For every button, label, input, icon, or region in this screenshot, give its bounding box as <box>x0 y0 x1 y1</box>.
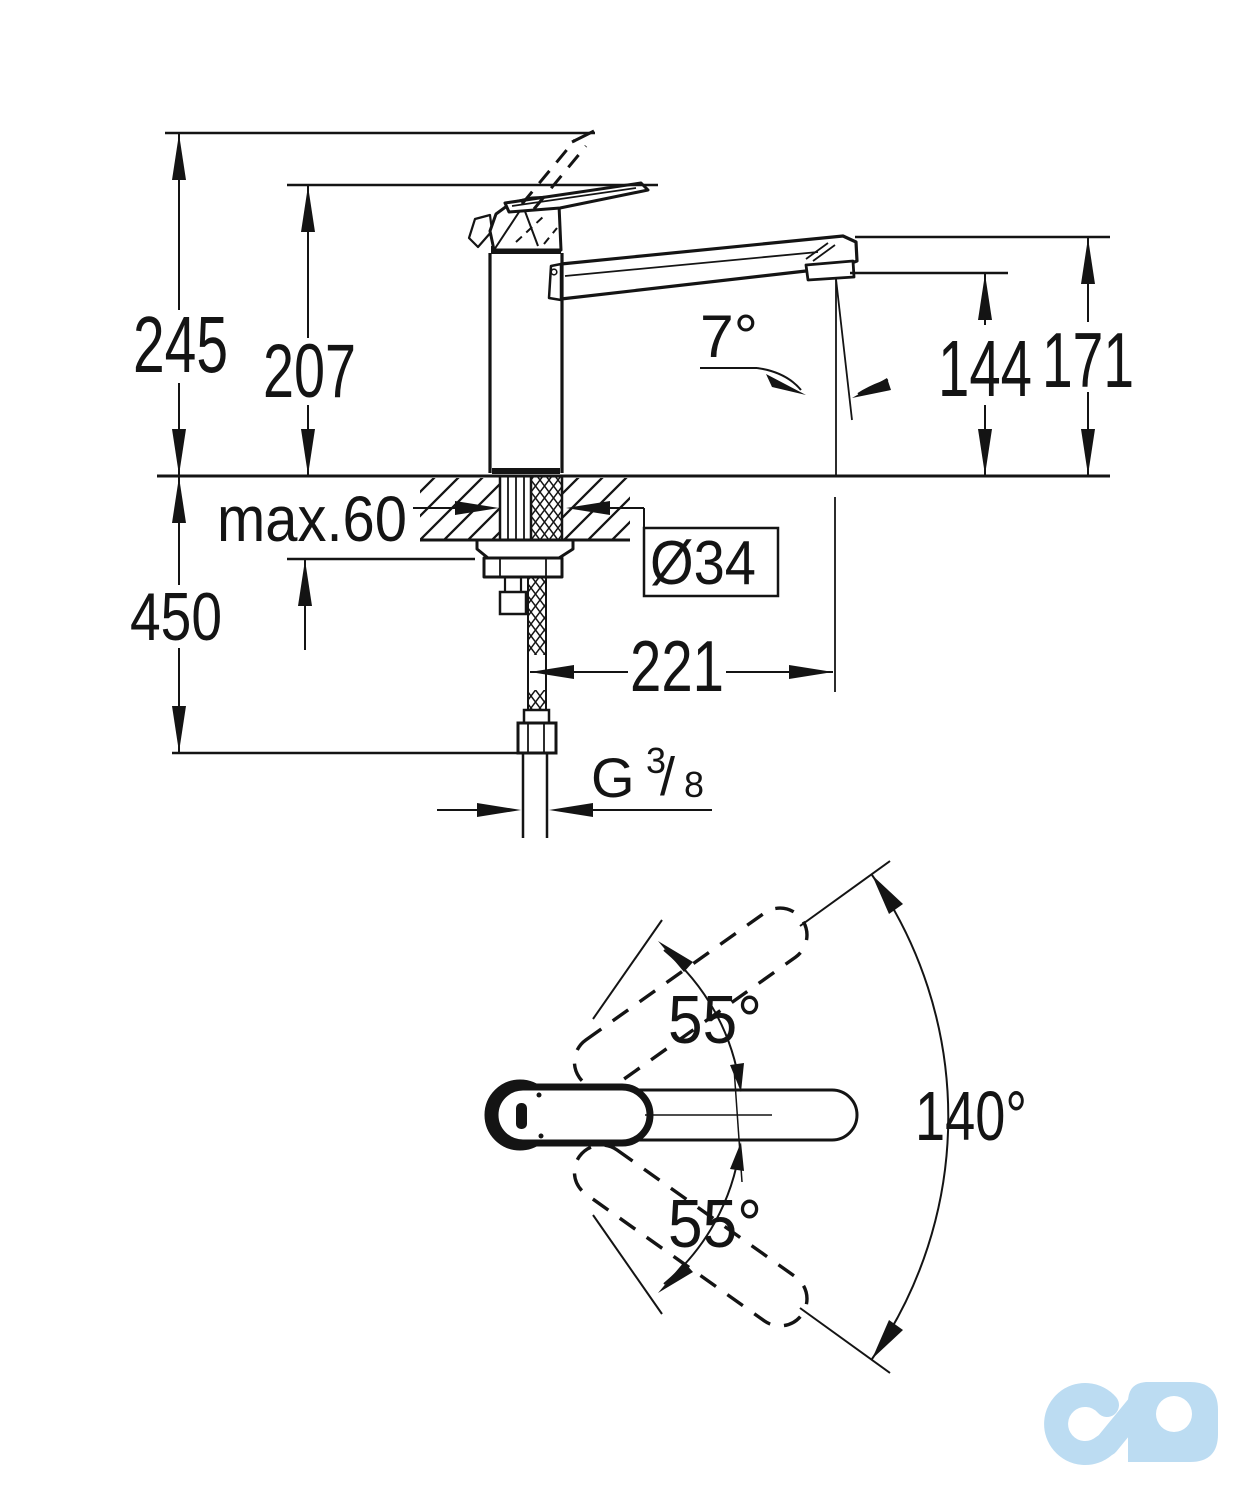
label-spout-top-height: 171 <box>1042 316 1134 404</box>
label-swivel-total: 140° <box>915 1077 1027 1155</box>
mounting-nut <box>482 556 564 579</box>
dimension-171 <box>855 235 1110 476</box>
label-thread-size: G 3 / 8 <box>591 740 704 809</box>
stub-pipe <box>498 577 528 616</box>
ray-55-lower <box>592 1214 663 1315</box>
dimension-221 <box>530 665 833 679</box>
spout-position-lower-dashed <box>572 1143 809 1328</box>
labels: 245 207 7° 144 171 max.60 Ø34 450 221 G … <box>130 300 1134 1262</box>
dimension-144 <box>850 271 1008 476</box>
water-stream-lines <box>834 278 853 692</box>
supply-hose <box>516 577 558 838</box>
dimension-245 <box>165 131 595 476</box>
pivot-dot-bottom <box>538 1133 544 1139</box>
pivot-dot-top <box>536 1092 542 1098</box>
mounting-flange <box>475 538 575 579</box>
dimension-max60 <box>287 501 644 650</box>
dimension-g38 <box>437 803 712 817</box>
angle-7-callout <box>700 367 891 398</box>
dimension-450 <box>172 476 518 755</box>
dimension-207 <box>287 183 658 476</box>
aerator <box>804 259 856 282</box>
mounting-shank <box>498 477 564 540</box>
label-height-overall: 245 <box>133 300 228 389</box>
label-thread-denominator: 8 <box>684 764 704 805</box>
label-swivel-upper: 55° <box>668 982 762 1058</box>
label-spout-angle: 7° <box>700 303 758 370</box>
label-thread-numerator: 3 <box>646 740 666 781</box>
label-hose-length: 450 <box>130 579 222 655</box>
dimension-d34-box <box>642 508 780 598</box>
arc-140 <box>799 860 950 1374</box>
label-counter-thickness: max.60 <box>217 483 407 555</box>
label-hole-diameter: Ø34 <box>650 529 756 598</box>
spout <box>547 234 859 302</box>
watermark-logo-icon <box>1044 1382 1218 1465</box>
label-spout-projection: 221 <box>630 627 724 707</box>
side-view <box>157 129 1110 838</box>
label-thread-letter: G <box>591 746 635 809</box>
ray-55-upper <box>592 919 663 1020</box>
handle-top-view <box>516 1103 527 1129</box>
base-seal <box>492 468 560 474</box>
label-swivel-lower: 55° <box>668 1186 762 1262</box>
label-outlet-height: 144 <box>938 324 1032 413</box>
label-thread-slash: / <box>660 747 675 807</box>
spout-position-upper-dashed <box>572 906 809 1091</box>
lever-handle <box>503 181 650 214</box>
top-view <box>484 860 950 1374</box>
hose-nut <box>516 721 558 755</box>
arc-55-lower <box>658 1142 744 1293</box>
label-height-to-lever: 207 <box>263 329 356 414</box>
